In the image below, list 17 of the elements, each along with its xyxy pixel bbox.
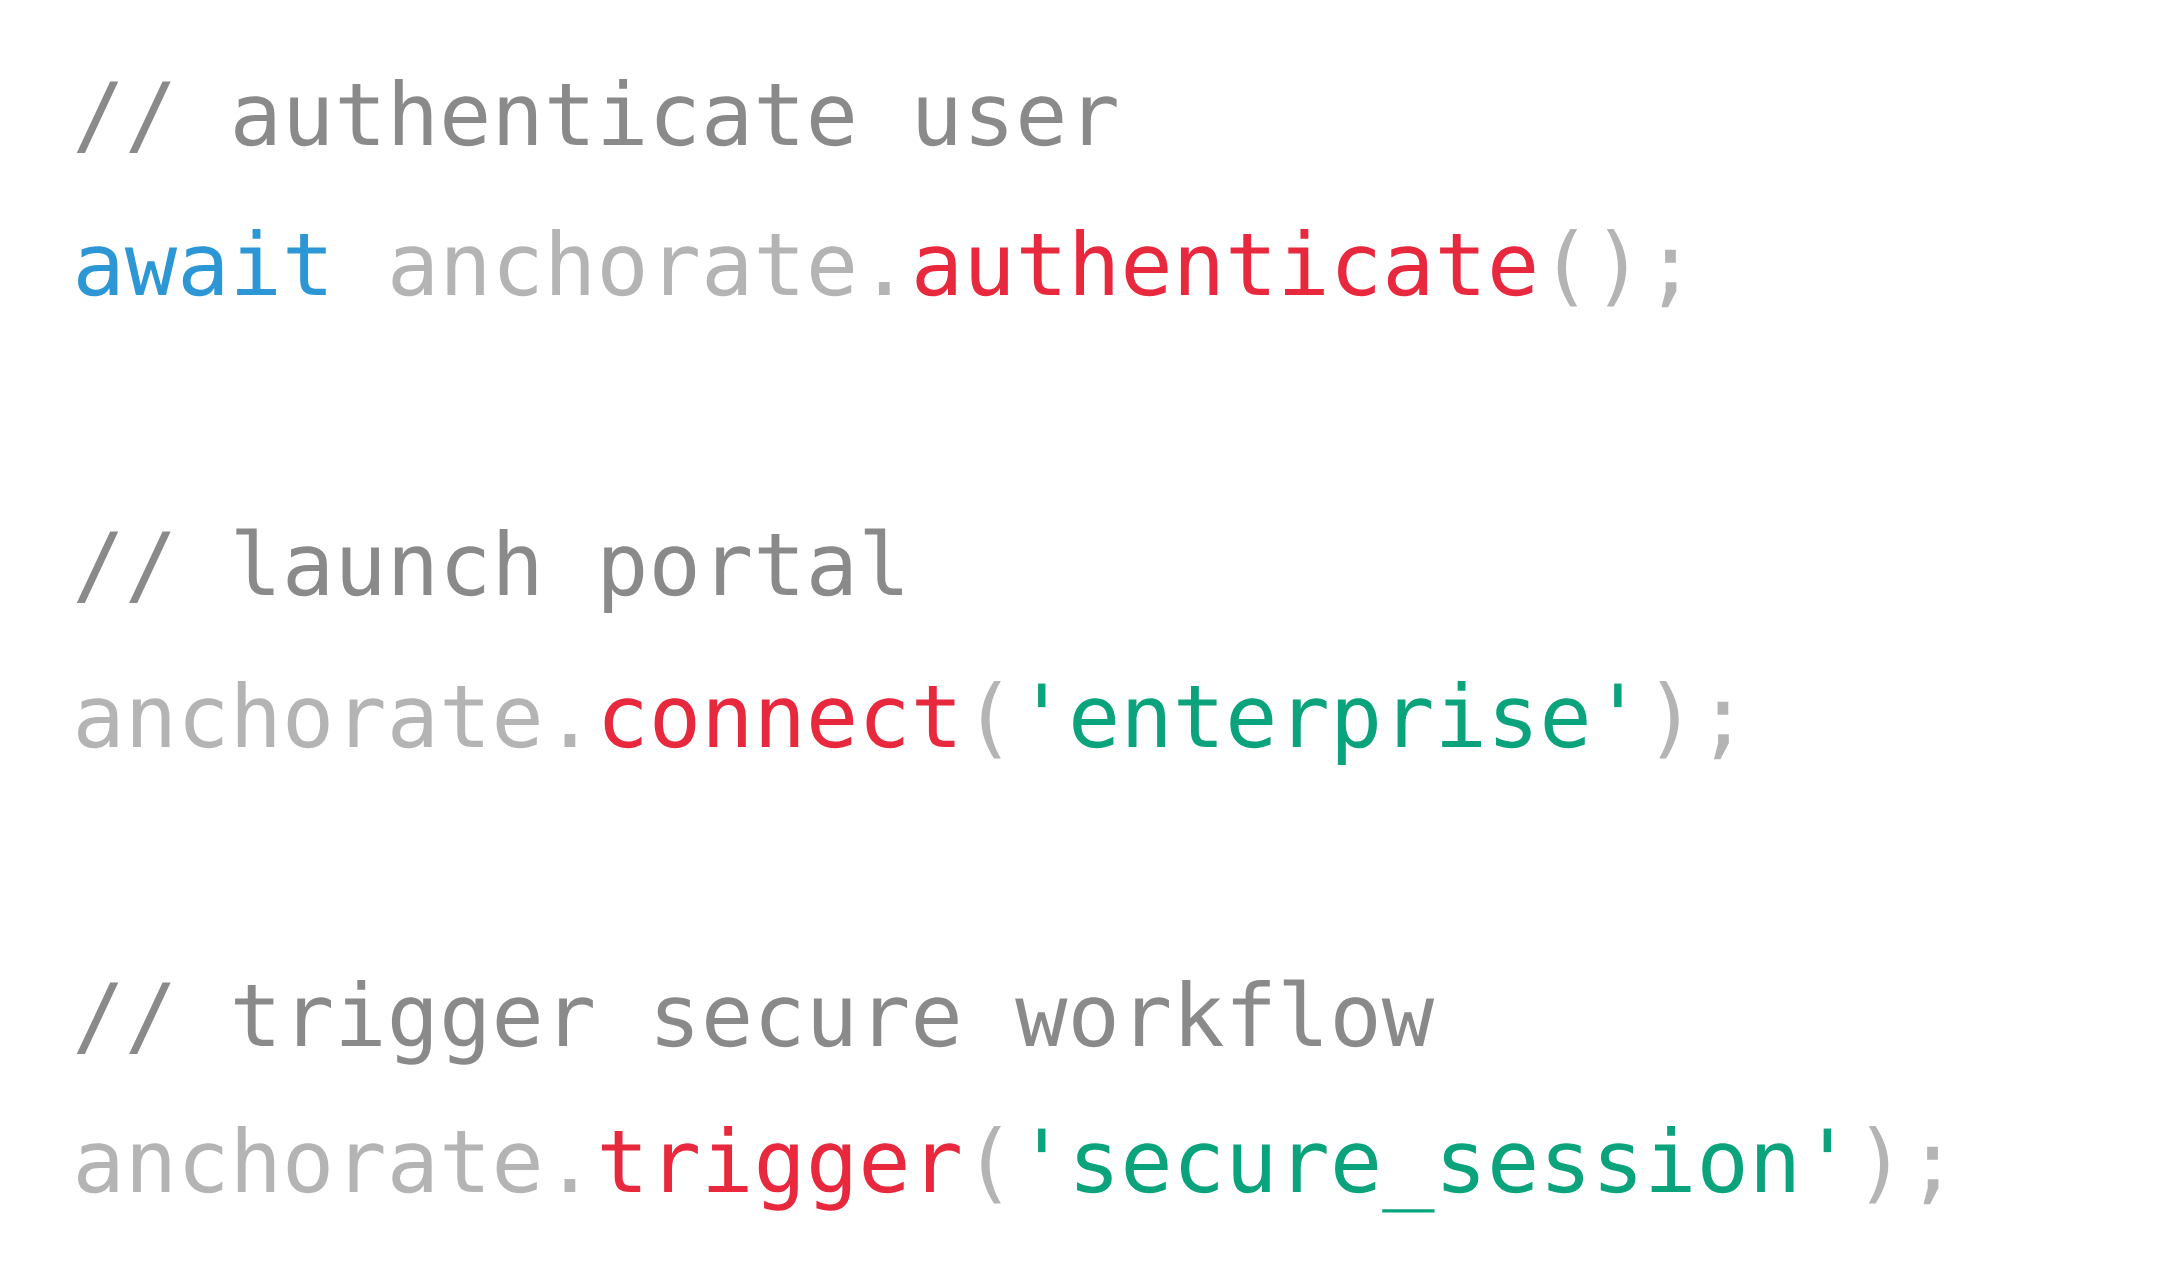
code-function: trigger xyxy=(601,1125,960,1211)
code-function: connect xyxy=(604,685,955,749)
code-comment: // trigger secure workflow xyxy=(76,979,1435,1065)
code-string: 'enterprise' xyxy=(1038,680,1622,766)
code-identifier: ); xyxy=(1659,680,1729,760)
code-identifier: ( xyxy=(981,680,1001,759)
code-function: authenticate xyxy=(916,228,1535,297)
code-comment: // authenticate user xyxy=(76,78,1117,154)
code-identifier: ); xyxy=(1868,1125,1939,1205)
code-identifier: anchorate. xyxy=(78,680,576,749)
code-keyword: await xyxy=(78,228,326,297)
code-identifier: (); xyxy=(1557,228,1677,308)
code-comment: // launch portal xyxy=(76,528,902,614)
code-string: 'secure_session' xyxy=(1038,1125,1832,1213)
code-identifier: anchorate. xyxy=(392,228,890,297)
code-identifier: ( xyxy=(981,1125,1001,1204)
code-identifier: anchorate. xyxy=(78,1125,576,1194)
